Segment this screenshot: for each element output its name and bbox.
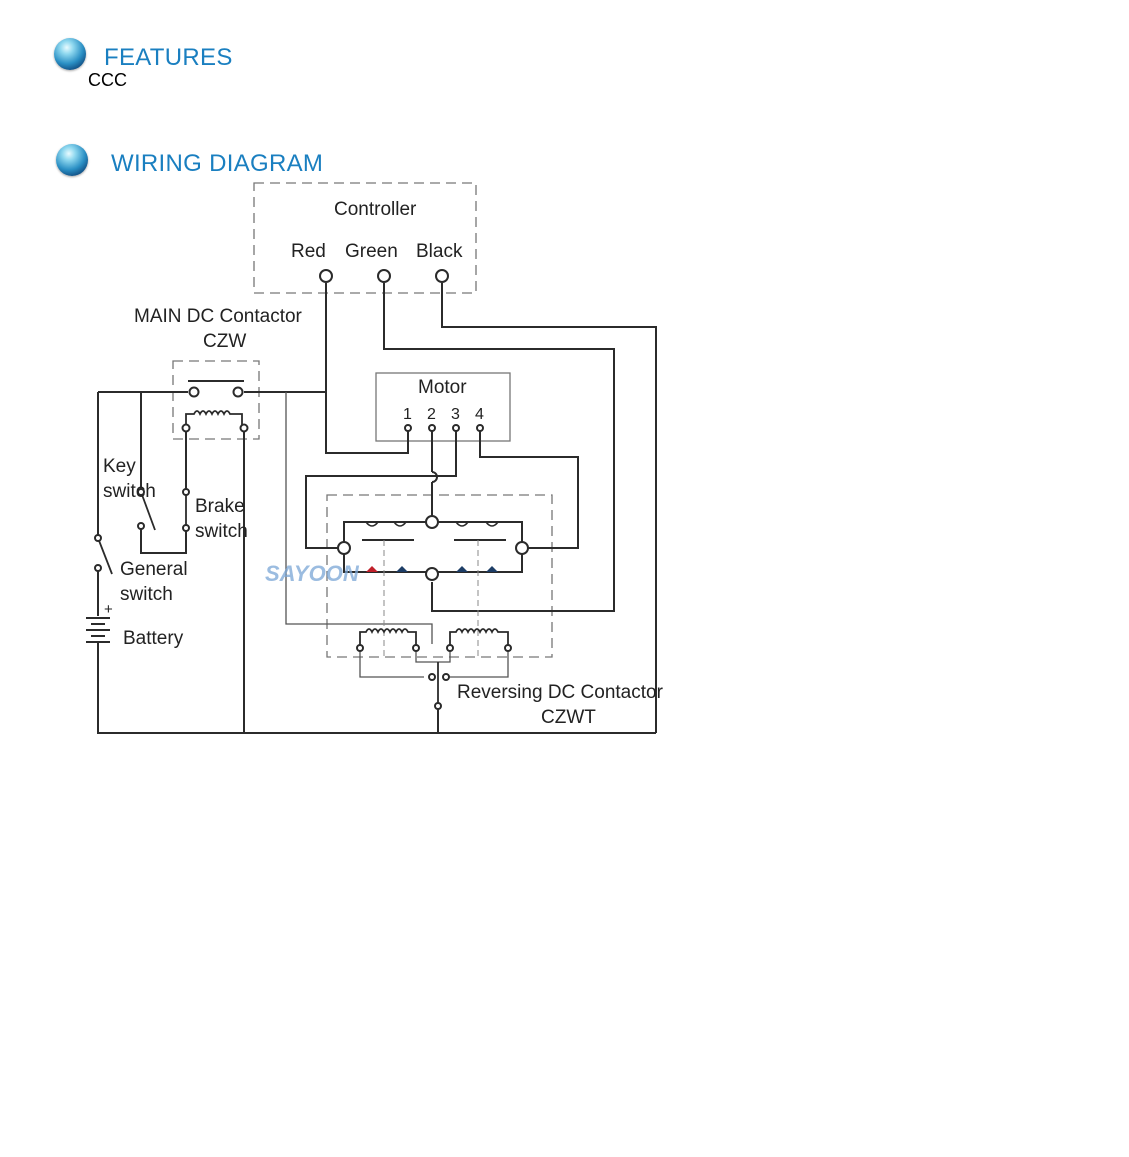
wire-motor-3 [305,431,457,549]
main-contactor-model: CZW [203,331,246,352]
general-switch-label-1: General [120,559,188,580]
key-switch-label-2: switch [103,481,156,502]
terminal-green [377,269,391,283]
controller-black-label: Black [416,241,463,262]
battery-plates [86,617,110,643]
motor-terminal-2: 2 [427,406,436,423]
reversing-contactor-model: CZWT [541,707,596,728]
main-contactor-label: MAIN DC Contactor [134,306,303,327]
brake-switch-label-2: switch [195,521,248,542]
reversing-coil-left [359,628,417,646]
wire-motor-4 [479,431,579,549]
terminal-red [319,269,333,283]
reversing-contactor-label: Reversing DC Contactor [457,682,664,703]
features-heading: FEATURES [104,44,233,71]
motor-terminal-3: 3 [451,406,460,423]
wire-control [285,392,433,644]
general-switch-label-2: switch [120,584,173,605]
controller-label: Controller [334,199,417,220]
features-bullet-icon [54,38,86,70]
main-contactor-box [172,360,260,440]
key-switch-blade [140,491,156,531]
key-switch-label-1: Key [103,456,136,477]
controller-box [253,182,477,294]
reversing-coil-right [449,628,509,646]
wiring-heading: WIRING DIAGRAM [111,150,324,177]
wire-black [441,283,657,733]
wire-red [325,283,409,454]
reversing-contactor-box [326,494,553,658]
watermark: SAYOON [265,561,360,586]
motor-terminal-4: 4 [475,406,484,423]
controller-red-label: Red [291,241,326,262]
motor-box [375,372,511,442]
terminal-black [435,269,449,283]
main-coil [185,410,243,428]
wire-green [383,283,615,612]
motor-terminal-1: 1 [403,406,412,423]
motor-label: Motor [418,377,467,398]
wiring-bullet-icon [56,144,88,176]
general-switch-blade [97,537,113,575]
brake-switch-label-1: Brake [195,496,245,517]
battery-label: Battery [123,628,184,649]
controller-green-label: Green [345,241,398,262]
features-text: CCC [88,70,127,90]
battery-plus: + [104,601,113,618]
